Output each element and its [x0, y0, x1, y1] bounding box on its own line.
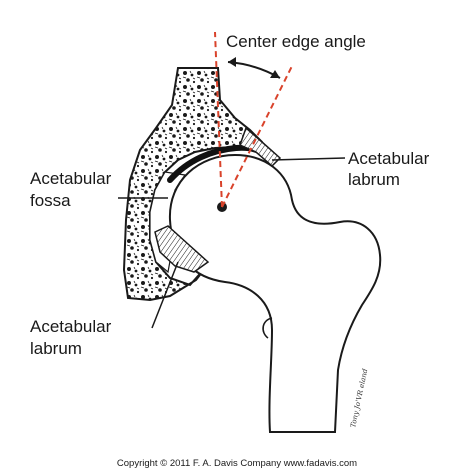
label-upper-labrum-line2: labrum [348, 170, 400, 189]
leader-line-lower-labrum [151, 261, 179, 329]
femur-bone [168, 153, 382, 433]
label-center-edge-angle: Center edge angle [226, 32, 366, 51]
label-upper-labrum-line1: Acetabular [348, 149, 430, 168]
lesser-trochanter [262, 317, 273, 339]
leader-line-upper-labrum [271, 157, 346, 161]
copyright-notice: Copyright © 2011 F. A. Davis Company www… [117, 458, 357, 469]
angle-arrow-right [270, 70, 280, 78]
upper-labrum-shape [239, 126, 282, 168]
lower-labrum-shape [154, 225, 210, 273]
label-fossa-line1: Acetabular [30, 169, 112, 188]
label-fossa-line2: fossa [30, 191, 71, 210]
edge-reference-line [221, 65, 293, 208]
angle-arrow-left [228, 57, 236, 67]
label-lower-labrum-line2: labrum [30, 339, 82, 358]
vertical-reference-line [214, 31, 223, 208]
artist-signature: Tony Jo'VR eland [349, 367, 369, 428]
label-lower-labrum-line1: Acetabular [30, 317, 112, 336]
